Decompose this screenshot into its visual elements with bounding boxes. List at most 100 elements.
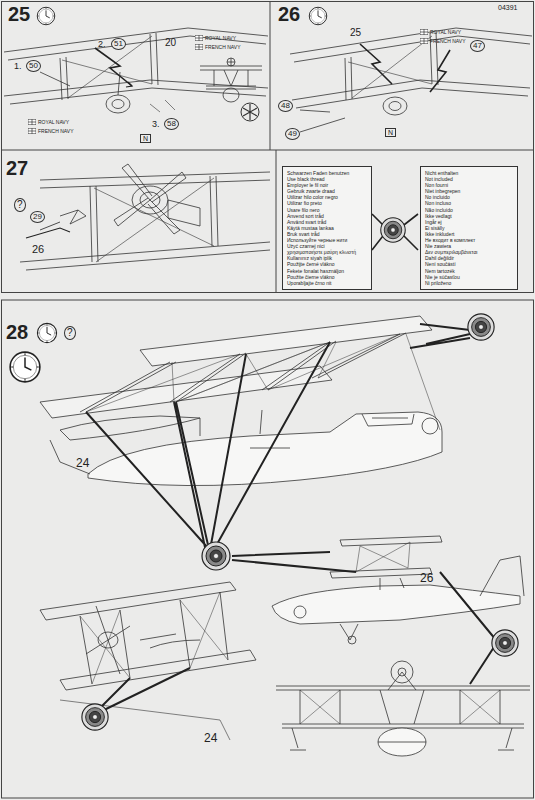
step26-drawing xyxy=(292,80,530,108)
step26-drawing xyxy=(290,7,532,132)
note-text: Используйте черные нити xyxy=(287,237,367,243)
step28-drawing xyxy=(348,636,356,644)
panel-frames xyxy=(2,2,534,293)
callout-number: 26 xyxy=(32,244,44,255)
note-text: Ingår ej xyxy=(425,219,513,225)
note-text: Utilizar fio preto xyxy=(287,200,367,206)
step25-drawing xyxy=(106,95,130,113)
callout-number: 2. xyxy=(98,40,106,49)
note-text: Non incluso xyxy=(425,200,513,206)
note-text: Usare filo nero xyxy=(287,207,367,213)
callout-number: 47 xyxy=(470,40,485,52)
step28-drawing xyxy=(50,440,90,474)
step25-drawing xyxy=(95,48,132,86)
callout-number: 24 xyxy=(204,732,217,744)
step26-drawing xyxy=(345,32,438,100)
step26-drawing xyxy=(290,28,532,62)
step26-drawing xyxy=(430,50,450,92)
step28-drawing xyxy=(86,606,130,674)
thread-leaders xyxy=(86,324,496,710)
note-text: Не входит в комплект xyxy=(425,237,513,243)
step28-drawing xyxy=(362,414,414,426)
panel-frames xyxy=(2,300,534,798)
note-text: Použite čierne vlákno xyxy=(287,274,367,280)
step28-drawing xyxy=(200,410,290,448)
step25-drawing xyxy=(28,128,36,134)
step25-drawing xyxy=(60,33,158,100)
step28-drawing xyxy=(300,690,500,724)
step25-drawing xyxy=(241,103,259,121)
step28-drawing xyxy=(480,556,524,596)
step25-drawing xyxy=(4,28,268,60)
step25-drawing xyxy=(195,44,203,50)
note-text: Fekete fonalat használjon xyxy=(287,268,367,274)
thread-spool xyxy=(82,314,518,730)
step25-drawing xyxy=(4,80,268,104)
note-text: Użyć czarnej nici xyxy=(287,243,367,249)
callout-number: ROYAL NAVY xyxy=(205,36,236,41)
callout-number: 51 xyxy=(111,38,126,50)
note-text: Use black thread xyxy=(287,176,367,182)
step28-drawing xyxy=(80,592,228,684)
step25-drawing xyxy=(200,66,262,89)
step26-drawing xyxy=(309,7,327,25)
note-text: Δεν συμπεριλαμβάνεται xyxy=(425,249,513,255)
note-text: Nie zawiera xyxy=(425,243,513,249)
step27-drawing xyxy=(20,242,270,270)
step28-drawing xyxy=(300,690,500,724)
step28-drawing xyxy=(378,742,426,743)
thread-spool xyxy=(492,630,518,656)
callout-number: 04391 xyxy=(498,4,517,11)
step25-drawing xyxy=(214,70,248,86)
step28-drawing xyxy=(380,672,424,724)
note-text: Not included xyxy=(425,176,513,182)
callout-number: 49 xyxy=(285,128,300,140)
step25-drawing xyxy=(37,7,55,25)
step27-drawing xyxy=(94,178,214,262)
callout-number: FRENCH NAVY xyxy=(205,45,240,50)
note-text: Ikke vedlagt xyxy=(425,213,513,219)
step-number: 27 xyxy=(6,158,28,178)
note-text: Není součástí xyxy=(425,261,513,267)
callout-number: 48 xyxy=(278,100,293,112)
note-text: Ni priloženo xyxy=(425,280,513,286)
step28-drawing xyxy=(290,728,514,750)
note-text: Bruk svart tråd xyxy=(287,231,367,237)
note-text: No incluido xyxy=(425,194,513,200)
help-symbol: ? xyxy=(64,326,76,340)
callout-number: 20 xyxy=(165,38,176,48)
step28-drawing xyxy=(356,542,410,572)
callout-number: 58 xyxy=(164,118,179,130)
step25-drawing xyxy=(28,119,36,125)
note-text: Não incluído xyxy=(425,207,513,213)
thread-leaders xyxy=(440,572,496,684)
thread-spool xyxy=(468,314,494,340)
step25-drawing xyxy=(227,58,235,66)
note-text: Nie je súčasťou xyxy=(425,274,513,280)
step25-drawing xyxy=(112,100,124,109)
help-symbol: ? xyxy=(14,198,26,212)
step25-drawing xyxy=(150,100,175,112)
note-text: Kullanınız siyah iplik xyxy=(287,255,367,261)
thread-leaders xyxy=(410,324,470,348)
step28-drawing xyxy=(80,592,228,684)
step28-drawing xyxy=(380,578,404,590)
note-text: Použijte černé vlákno xyxy=(287,261,367,267)
thread-leaders xyxy=(232,552,356,572)
callout-number: N xyxy=(385,128,396,137)
note-text: Non fourni xyxy=(425,182,513,188)
panel-frames xyxy=(270,2,271,151)
step27-drawing xyxy=(40,172,270,188)
step25-drawing xyxy=(195,35,203,41)
note-text: Niet inbegrepen xyxy=(425,188,513,194)
thread-leaders xyxy=(86,342,330,552)
step27-drawing xyxy=(60,210,86,224)
step26-drawing xyxy=(383,97,407,115)
step28-drawing xyxy=(422,418,438,434)
thread-spool xyxy=(381,218,406,243)
step26-drawing xyxy=(360,44,392,84)
note-text: Gebruik zwarte draad xyxy=(287,188,367,194)
note-text: Nicht enthalten xyxy=(425,170,513,176)
step27-drawing xyxy=(26,228,70,238)
step-number: 25 xyxy=(8,4,30,24)
